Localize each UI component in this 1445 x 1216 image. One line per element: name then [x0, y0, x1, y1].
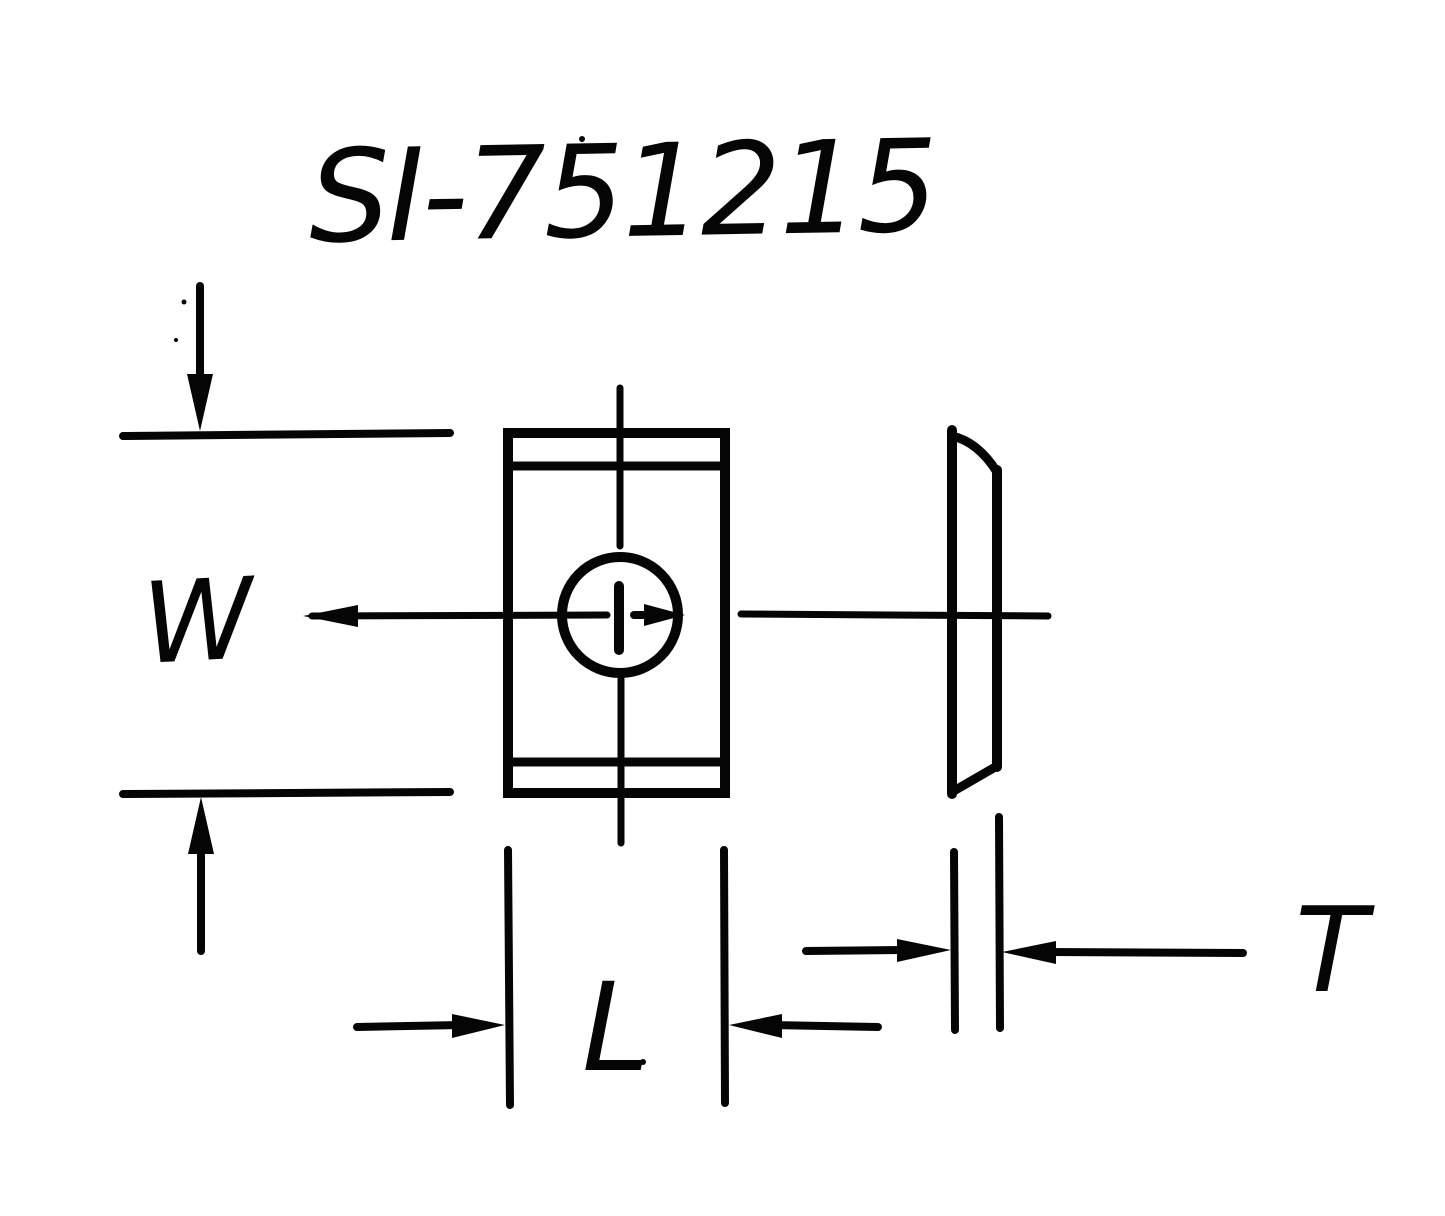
thickness-label: T	[1295, 881, 1375, 1019]
width-extension-line-top	[119, 429, 454, 440]
thickness-arrow-right-line	[1044, 948, 1247, 957]
hole-radius-arrowhead	[644, 604, 685, 626]
scan-speckle	[174, 338, 178, 342]
scan-speckle	[640, 1059, 646, 1065]
width-dimension: W	[119, 282, 454, 955]
length-extension-line-left	[504, 846, 514, 1109]
side-view-top-bevel	[947, 431, 1002, 477]
width-extension-line-bottom	[119, 788, 454, 798]
thickness-arrowhead-right	[1002, 941, 1056, 964]
scan-artifacts	[174, 136, 887, 1065]
width-arrowhead-top	[187, 374, 213, 431]
centerline-left-arrowhead	[303, 605, 358, 627]
thickness-arrowhead-left	[897, 939, 951, 962]
length-arrowhead-right	[729, 1014, 782, 1038]
length-arrow-right-line	[766, 1021, 882, 1031]
thickness-arrow-left-line	[802, 946, 910, 955]
length-dimension: L	[353, 846, 882, 1109]
part-number-title: SI-751215	[308, 113, 937, 273]
length-label: L	[582, 957, 650, 1099]
thickness-extension-line-right	[995, 813, 1004, 1032]
title-block: SI-751215	[308, 113, 937, 273]
side-view	[947, 425, 1002, 799]
thickness-dimension: T	[802, 813, 1375, 1034]
length-arrow-left-line	[353, 1021, 466, 1031]
scan-speckle	[579, 136, 585, 142]
scan-speckle	[881, 138, 887, 144]
width-arrowhead-bottom	[188, 797, 214, 854]
horizontal-centerline-left	[308, 611, 611, 620]
length-arrowhead-left	[452, 1014, 505, 1038]
thickness-extension-line-left	[950, 848, 959, 1034]
side-view-bottom-bevel	[947, 761, 1002, 797]
width-label: W	[139, 554, 261, 690]
front-view	[303, 384, 1052, 847]
length-extension-line-right	[720, 846, 729, 1107]
scan-speckle	[181, 299, 187, 305]
